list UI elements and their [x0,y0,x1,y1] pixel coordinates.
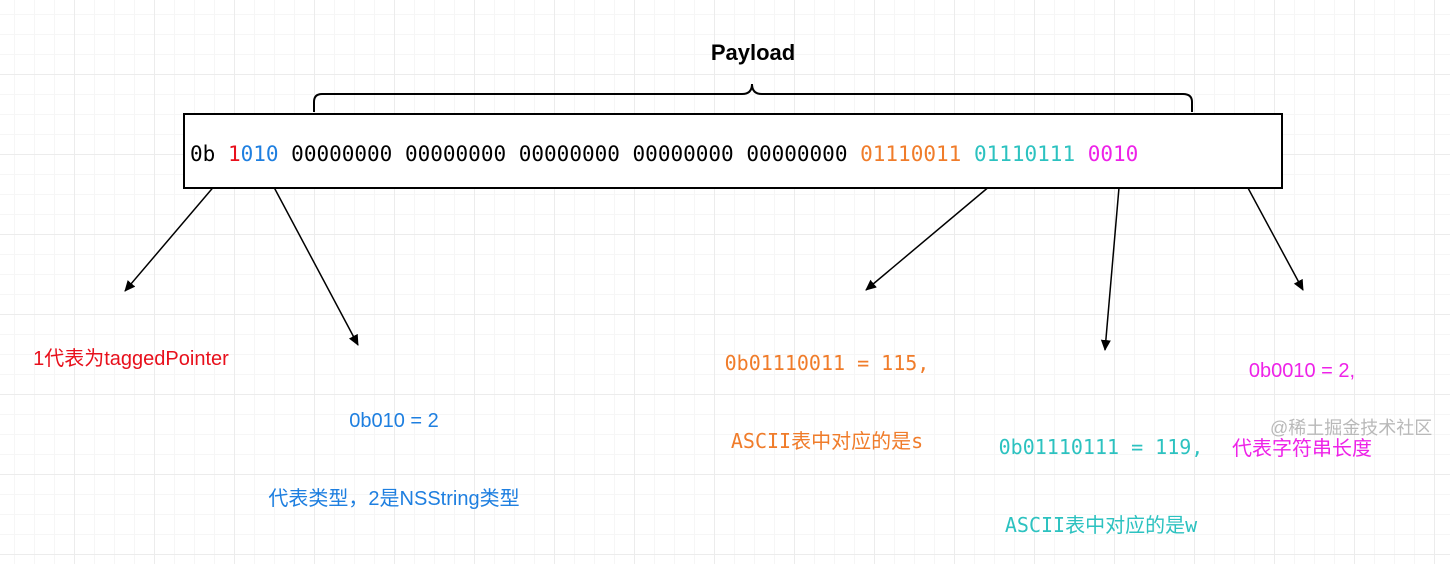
note-char-w: 0b01110111 = 119, ASCII表中对应的是w [972,382,1230,564]
note-char-s-line2: ASCII表中对应的是s [730,429,924,453]
note-tagged-pointer: 1代表为taggedPointer [22,320,229,372]
bit-layout-box [183,113,1283,189]
note-type-line2: 代表类型，2是NSString类型 [268,488,520,510]
note-length-line1: 0b0010 = 2, [1248,360,1356,382]
note-type: 0b010 = 2 代表类型，2是NSString类型 [240,356,548,538]
note-char-w-line2: ASCII表中对应的是w [1004,513,1198,537]
note-length: 0b0010 = 2, 代表字符串长度 [1212,306,1392,488]
diagram-canvas: { "title": "Payload", "bits": { "prefix"… [0,0,1450,537]
connector-layer [124,83,1304,351]
arrow-type-bits [267,175,359,346]
bits-prefix: 0b [190,142,228,166]
arrow-length [1240,174,1304,291]
bits-type: 010 [240,142,279,166]
note-char-s-line1: 0b01110011 = 115, [724,351,930,375]
bits-length: 0010 [1087,142,1139,166]
note-type-line1: 0b010 = 2 [349,410,439,432]
arrow-tagged-pointer [124,176,223,292]
bits-space [961,142,974,166]
payload-title: Payload [710,40,796,65]
bits-tag-flag: 1 [227,142,241,166]
bits-space [1075,142,1088,166]
bits-char-s: 01110011 [860,142,962,166]
bits-char-w: 01110111 [973,142,1076,166]
watermark: @稀土掘金技术社区 [1270,418,1433,438]
arrow-char-w [1100,175,1121,351]
payload-brace [313,83,1193,112]
bit-string: 0b 1010 00000000 00000000 00000000 00000… [190,142,1138,166]
bits-zero-groups: 00000000 00000000 00000000 00000000 0000… [278,142,861,166]
note-tagged-pointer-text: 1代表为taggedPointer [33,348,229,370]
note-char-w-line1: 0b01110111 = 119, [998,435,1204,459]
arrow-char-s [865,174,1004,291]
note-char-s: 0b01110011 = 115, ASCII表中对应的是s [698,298,956,480]
